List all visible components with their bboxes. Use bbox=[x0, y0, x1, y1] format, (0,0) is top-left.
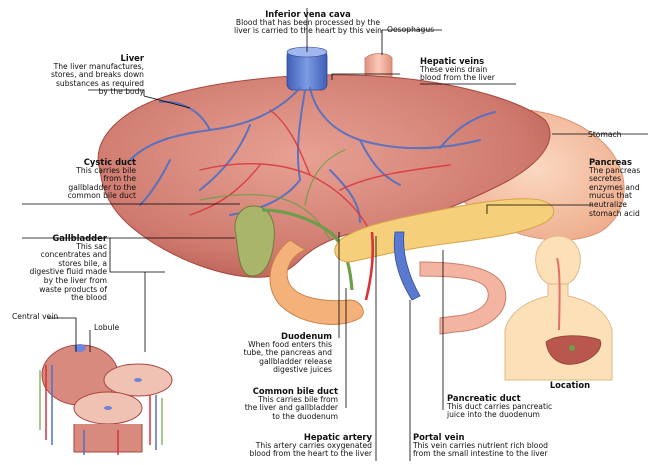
lobule-title: Lobule bbox=[94, 324, 119, 333]
label-pancreas: Pancreas The pancreas secretes enzymes a… bbox=[589, 158, 648, 218]
gallbladder-desc: This sac concentrates and stores bile, a… bbox=[8, 243, 107, 303]
liver-desc: The liver manufactures, stores, and brea… bbox=[8, 63, 144, 97]
label-stomach: Stomach bbox=[588, 131, 621, 140]
duodenum-desc: When food enters this tube, the pancreas… bbox=[190, 341, 332, 375]
hepatic-veins-desc: These veins drain blood from the liver bbox=[420, 66, 495, 83]
ivc-desc: Blood that has been processed by the liv… bbox=[198, 19, 418, 36]
label-central-vein: Central vein bbox=[12, 313, 58, 322]
location-title: Location bbox=[548, 381, 592, 390]
common-bile-duct-desc: This carries bile from the liver and gal… bbox=[190, 396, 338, 422]
label-hepatic-veins: Hepatic veins These veins drain blood fr… bbox=[420, 57, 495, 83]
label-hepatic-artery: Hepatic artery This artery carries oxyge… bbox=[210, 433, 372, 459]
location-body-figure bbox=[505, 236, 612, 380]
label-liver: Liver The liver manufactures, stores, an… bbox=[8, 54, 144, 97]
pancreatic-duct-desc: This duct carries pancreatic juice into … bbox=[447, 403, 552, 420]
liver bbox=[98, 75, 550, 277]
lobule-cluster bbox=[40, 344, 172, 455]
label-duodenum: Duodenum When food enters this tube, the… bbox=[190, 332, 332, 375]
label-oesophagus: Oesophagus bbox=[387, 26, 434, 35]
label-lobule: Lobule bbox=[94, 324, 119, 333]
stomach-title: Stomach bbox=[588, 131, 621, 140]
label-portal-vein: Portal vein This vein carries nutrient r… bbox=[413, 433, 548, 459]
label-inferior-vena-cava: Inferior vena cava Blood that has been p… bbox=[198, 10, 418, 36]
central-vein-title: Central vein bbox=[12, 313, 58, 322]
label-cystic-duct: Cystic duct This carries bile from the g… bbox=[8, 158, 136, 201]
label-common-bile-duct: Common bile duct This carries bile from … bbox=[190, 387, 338, 421]
intestine-loop bbox=[420, 262, 506, 334]
hepatic-artery-desc: This artery carries oxygenated blood fro… bbox=[210, 442, 372, 459]
label-gallbladder: Gallbladder This sac concentrates and st… bbox=[8, 234, 107, 303]
cystic-duct-desc: This carries bile from the gallbladder t… bbox=[8, 167, 136, 201]
portal-vein-desc: This vein carries nutrient rich blood fr… bbox=[413, 442, 548, 459]
label-pancreatic-duct: Pancreatic duct This duct carries pancre… bbox=[447, 394, 552, 420]
oesophagus-title: Oesophagus bbox=[387, 26, 434, 35]
pancreas-desc: The pancreas secretes enzymes and mucus … bbox=[589, 167, 648, 219]
label-location: Location bbox=[548, 381, 592, 390]
